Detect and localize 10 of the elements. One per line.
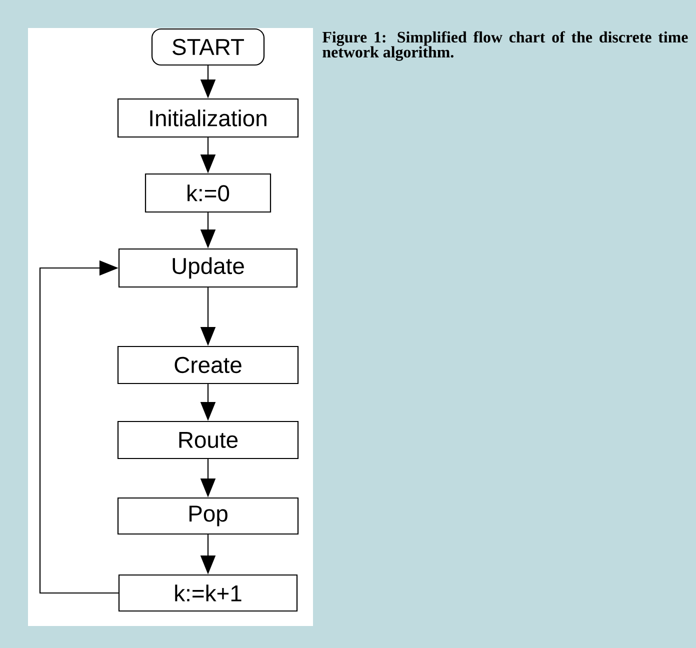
- process-box: Update: [118, 248, 298, 288]
- process-box: Initialization: [117, 98, 299, 138]
- process-box: k:=k+1: [118, 574, 298, 612]
- process-box: Create: [117, 346, 299, 384]
- process-box: Route: [117, 420, 299, 460]
- figure-caption: Figure 1: Simplified flow chart of the discrete time network algorithm.: [322, 31, 688, 61]
- process-box: k:=0: [144, 173, 272, 213]
- process-box: Pop: [117, 497, 299, 535]
- arrow: [39, 260, 118, 594]
- terminal-box: START: [151, 28, 265, 66]
